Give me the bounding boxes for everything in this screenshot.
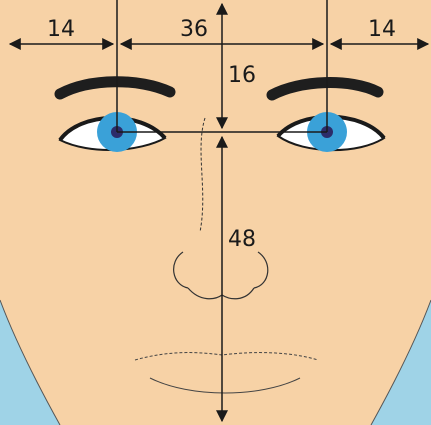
outer-right-label: 14 [368,17,396,42]
nose-right-nostril [254,252,268,288]
background-left-corner [0,300,60,425]
brow-to-eye-label: 16 [228,63,256,88]
between-eyes-label: 36 [180,17,208,42]
background-right-corner [371,300,431,425]
outer-left-label: 14 [47,17,75,42]
nose-bottom [188,288,254,299]
lower-lip-line [150,378,300,393]
eye-to-chin-label: 48 [228,227,256,252]
nose-left-nostril [174,252,188,288]
nose-bridge [200,118,205,232]
right-eyebrow [272,83,378,95]
upper-lip-line [135,353,318,360]
left-eyebrow [60,82,170,94]
